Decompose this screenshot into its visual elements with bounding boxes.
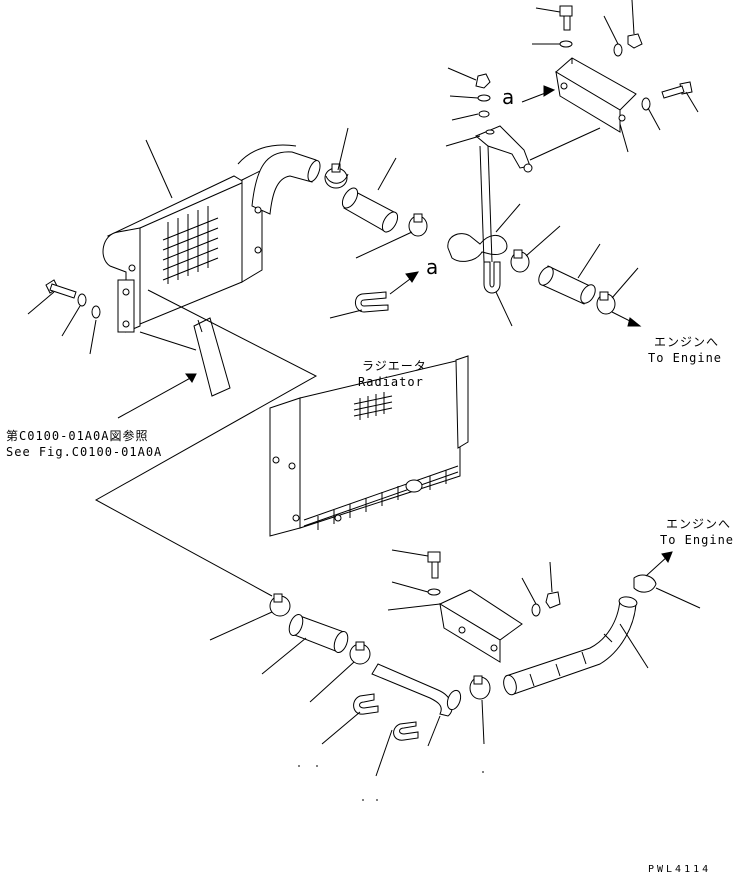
pipe-elbow: [447, 203, 521, 262]
radiator: ラジエータ Radiator: [269, 355, 469, 537]
to-engine-label-jp-1: エンジンへ: [654, 335, 719, 349]
lower-hose-1: [261, 613, 349, 675]
reference-label-en: See Fig.C0100-01A0A: [6, 445, 162, 459]
reference-label-jp: 第C0100-01A0A図参照: [6, 428, 148, 443]
right-bolt: [641, 81, 699, 131]
u-bolt-right: [483, 261, 513, 327]
to-engine-label-en-2: To Engine: [660, 533, 734, 547]
stray-marks: [298, 765, 484, 801]
mounting-angle-bracket: [529, 57, 637, 161]
lower-hose-clamp-2: [309, 641, 371, 703]
u-bolt-lower-left: [321, 693, 379, 745]
lower-right-nuts: [521, 561, 561, 617]
oil-cooler: [102, 139, 321, 333]
to-engine-label-en-1: To Engine: [648, 351, 722, 365]
top-bolt: [532, 5, 573, 48]
cooler-bracket: [117, 317, 231, 419]
upper-hose-clamp-3: [510, 225, 561, 273]
u-bolt-lower-right: [375, 721, 419, 777]
top-right-nuts: [603, 0, 643, 57]
lower-pipe: [371, 663, 462, 747]
to-engine-arrow-lower: エンジンへ To Engine: [645, 517, 734, 577]
radiator-label-en: Radiator: [358, 375, 424, 389]
lower-hose-clamp-3: [469, 675, 491, 745]
upper-hose-clamp-1: [324, 127, 349, 189]
radiator-label-jp: ラジエータ: [362, 359, 427, 373]
u-bolt-upper: a: [329, 255, 438, 319]
lower-hose-clamp-4: [633, 574, 701, 609]
to-engine-label-jp-2: エンジンへ: [666, 517, 731, 531]
drawing-code: PWL4114: [648, 864, 711, 875]
to-engine-arrow-upper: エンジンへ To Engine: [611, 311, 722, 365]
upper-stay: [445, 125, 533, 263]
marker-a-lower: a: [426, 255, 438, 279]
upper-hose-clamp-4: [596, 267, 639, 315]
lower-bracket: [387, 589, 523, 663]
upper-hose-2: [538, 243, 601, 305]
marker-a-upper: a: [502, 85, 514, 109]
upper-hose-clamp-2: [355, 213, 428, 259]
lower-long-hose: [503, 596, 649, 696]
upper-hardware: a: [447, 67, 556, 121]
upper-hose-1: [341, 157, 399, 233]
assembly-link-lines: [94, 289, 318, 597]
cooler-mounting-bolt: [27, 279, 101, 355]
lower-bolt: [391, 549, 441, 596]
lower-hose-clamp-1: [209, 593, 291, 641]
